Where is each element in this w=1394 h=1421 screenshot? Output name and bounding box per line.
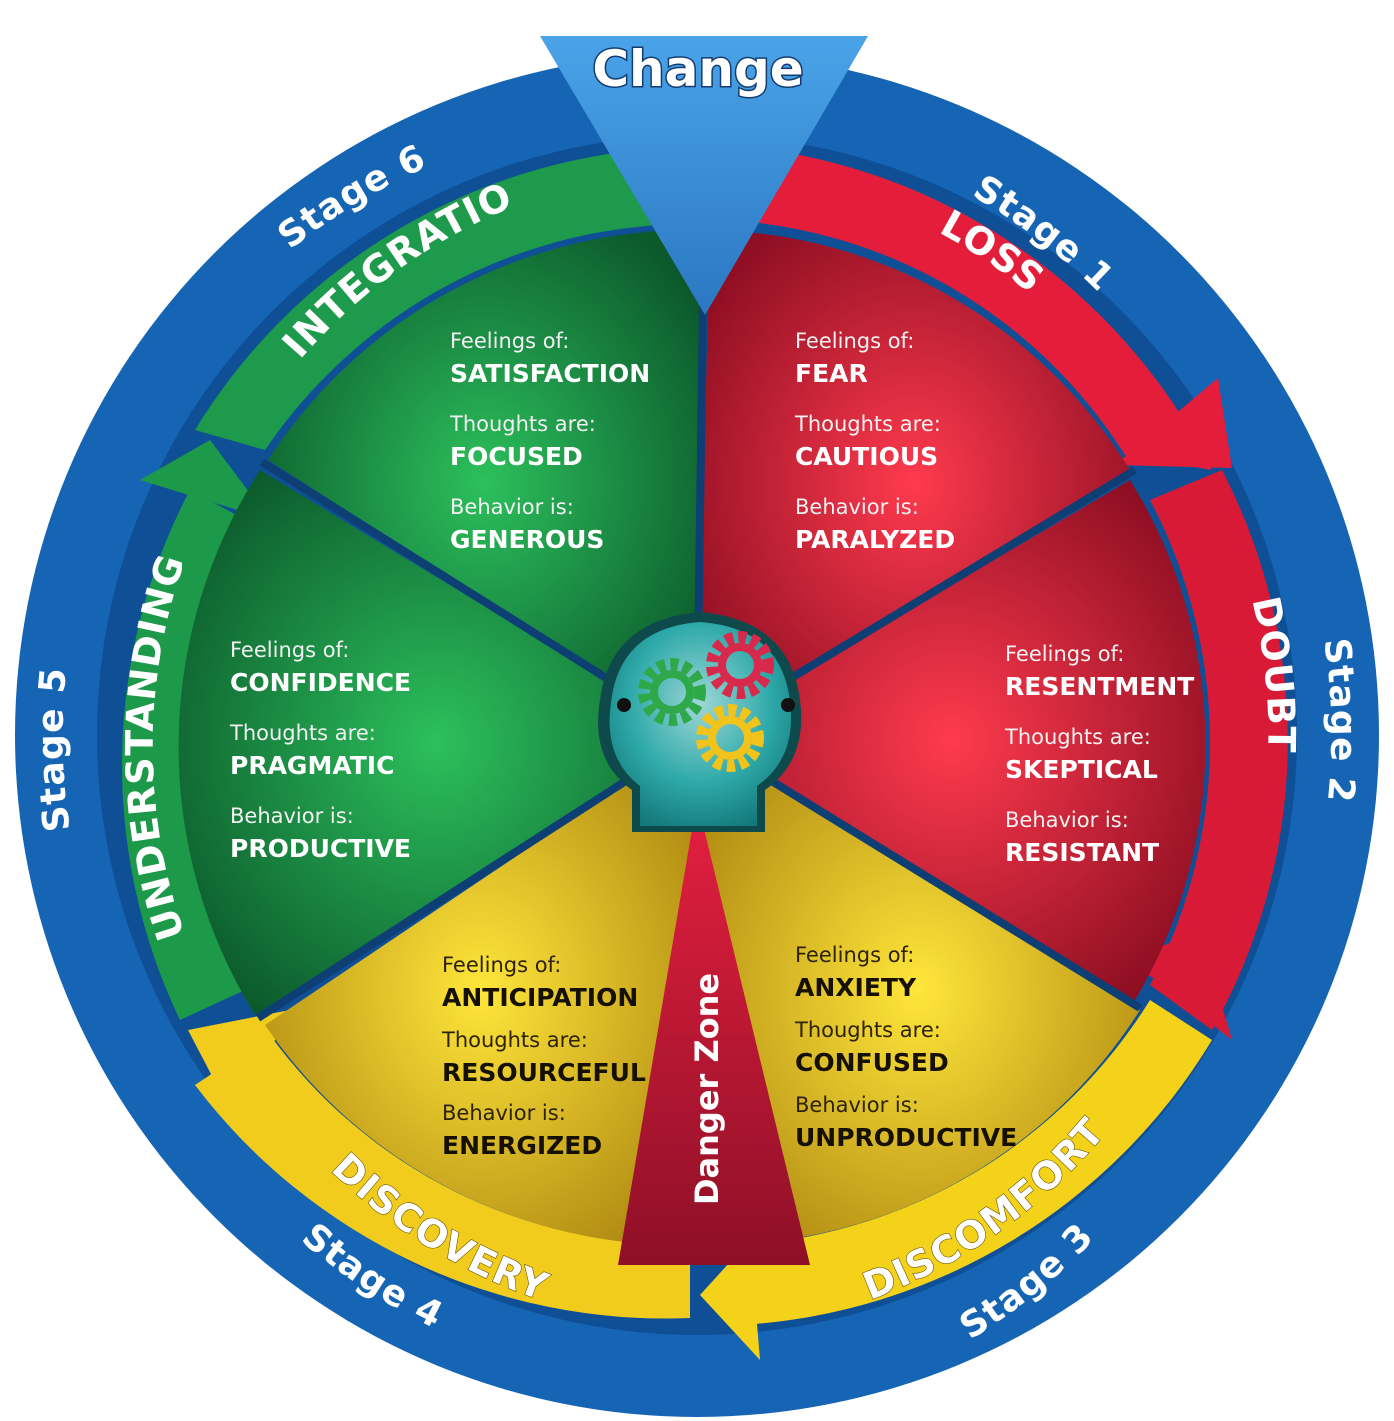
wedge-discomfort — [697, 735, 1140, 1246]
stage-1-feelings-label: Feelings of: — [795, 329, 914, 353]
danger-zone-wedge — [618, 800, 810, 1265]
stage-1-behavior: PARALYZED — [795, 525, 955, 554]
stage-4-feelings-label: Feelings of: — [442, 953, 561, 977]
band-discomfort — [740, 1000, 1212, 1325]
inner-wedges — [178, 229, 1206, 1246]
band-understanding-arrowhead — [140, 440, 270, 520]
title-wedge — [540, 36, 868, 315]
wedge-integration — [268, 229, 700, 736]
head-with-gears-icon — [598, 612, 802, 832]
stage-5-thoughts-label: Thoughts are: — [229, 721, 376, 745]
stage-6-thoughts-label: Thoughts are: — [449, 412, 596, 436]
stage-5-feelings: CONFIDENCE — [230, 668, 411, 697]
band-discovery — [195, 1035, 690, 1319]
stage-3-behavior: UNPRODUCTIVE — [795, 1123, 1017, 1152]
stage-1-behavior-label: Behavior is: — [795, 495, 919, 519]
stage-6-feelings-label: Feelings of: — [450, 329, 569, 353]
stage-5-details: Feelings of: CONFIDENCE Thoughts are: PR… — [229, 638, 411, 863]
stage-5-label: Stage 5 — [30, 665, 78, 834]
stage-2-feelings: RESENTMENT — [1005, 672, 1194, 701]
stage-4-thoughts: RESOURCEFUL — [442, 1058, 646, 1087]
stage-3-details: Feelings of: ANXIETY Thoughts are: CONFU… — [794, 943, 1017, 1152]
stage-4-details: Feelings of: ANTICIPATION Thoughts are: … — [441, 953, 646, 1160]
wedge-loss — [697, 230, 1130, 735]
stage-1-thoughts: CAUTIOUS — [795, 442, 938, 471]
stage-2-details: Feelings of: RESENTMENT Thoughts are: SK… — [1004, 642, 1194, 867]
gear-yellow-icon — [696, 704, 764, 772]
band-doubt — [1150, 470, 1288, 1030]
gear-red-icon — [706, 631, 774, 699]
stage-5-thoughts: PRAGMATIC — [230, 751, 394, 780]
stage-4-feelings: ANTICIPATION — [442, 983, 638, 1012]
band-loss-arrowhead — [1115, 378, 1232, 468]
stage-1-thoughts-label: Thoughts are: — [794, 412, 941, 436]
band-discomfort-arrowhead — [700, 1240, 760, 1360]
stage-6-thoughts: FOCUSED — [450, 442, 583, 471]
stage-1-feelings: FEAR — [795, 359, 868, 388]
diagram-title: Change — [592, 40, 803, 98]
stage-2-behavior-label: Behavior is: — [1005, 808, 1129, 832]
stage-2-label: Stage 2 — [1315, 636, 1363, 805]
band-discovery-arrowhead — [188, 1010, 290, 1120]
stage-6-details: Feelings of: SATISFACTION Thoughts are: … — [449, 329, 650, 554]
stage-6-behavior-label: Behavior is: — [450, 495, 574, 519]
stage-3-thoughts: CONFUSED — [795, 1048, 949, 1077]
danger-zone-label: Danger Zone — [688, 973, 726, 1205]
stage-3-feelings-label: Feelings of: — [795, 943, 914, 967]
stage-2-thoughts: SKEPTICAL — [1005, 755, 1158, 784]
wedge-discovery — [265, 735, 697, 1246]
stage-5-behavior-label: Behavior is: — [230, 804, 354, 828]
stage-3-behavior-label: Behavior is: — [795, 1093, 919, 1117]
stage-4-behavior: ENERGIZED — [442, 1131, 602, 1160]
stage-3-feelings: ANXIETY — [795, 973, 917, 1002]
stage-5-behavior: PRODUCTIVE — [230, 834, 411, 863]
stage-1-details: Feelings of: FEAR Thoughts are: CAUTIOUS… — [794, 329, 955, 554]
stage-5-feelings-label: Feelings of: — [230, 638, 349, 662]
gear-green-icon — [638, 658, 706, 726]
stage-4-behavior-label: Behavior is: — [442, 1101, 566, 1125]
band-loss — [725, 145, 1212, 470]
stage-6-feelings: SATISFACTION — [450, 359, 650, 388]
wedge-doubt — [697, 480, 1206, 1000]
stage-2-feelings-label: Feelings of: — [1005, 642, 1124, 666]
stage-2-behavior: RESISTANT — [1005, 838, 1159, 867]
stage-4-thoughts-label: Thoughts are: — [441, 1028, 588, 1052]
wedge-understanding — [178, 470, 697, 1015]
stage-6-behavior: GENEROUS — [450, 525, 604, 554]
band-integration — [195, 150, 660, 450]
stage-3-thoughts-label: Thoughts are: — [794, 1018, 941, 1042]
stage-2-thoughts-label: Thoughts are: — [1004, 725, 1151, 749]
